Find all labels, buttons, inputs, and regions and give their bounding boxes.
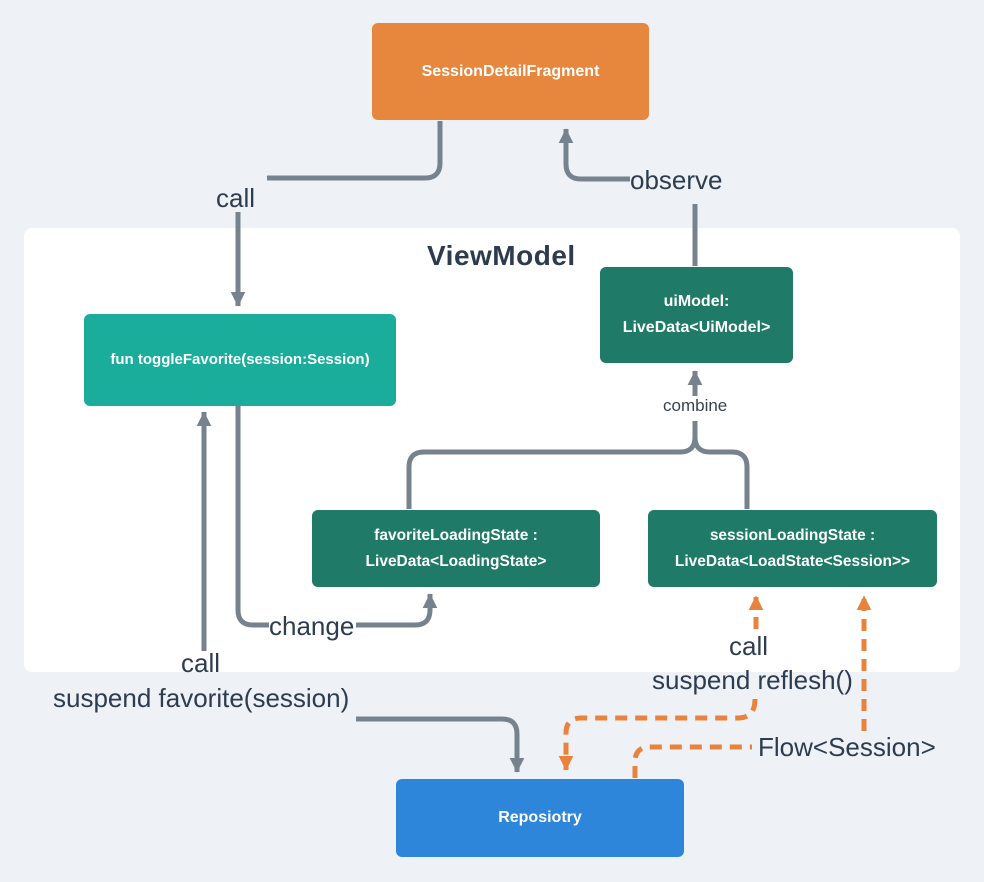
edge-label-suspend-favorite: suspend favorite(session)	[53, 683, 350, 713]
node-ui-model: uiModel: LiveData<UiModel>	[600, 267, 793, 363]
node-session-loading-state-label-line2: LiveData<LoadState<Session>>	[674, 552, 911, 570]
node-session-detail-fragment-label: SessionDetailFragment	[421, 62, 600, 80]
node-repository: Reposiotry	[396, 779, 684, 857]
edge-observe-to-fragment	[558, 128, 630, 182]
edge-label-suspend-reflesh: suspend reflesh()	[652, 665, 853, 695]
edge-combine-bracket-left	[406, 421, 698, 509]
edge-label-call-right: call	[729, 631, 769, 661]
node-session-loading-state-label-line1: sessionLoadingState :	[709, 526, 876, 544]
edge-change-to-favorite	[356, 593, 438, 628]
edge-fragment-to-call	[267, 121, 443, 181]
node-repository-label: Reposiotry	[498, 809, 582, 826]
node-session-detail-fragment: SessionDetailFragment	[372, 23, 649, 120]
node-favorite-loading-state-label-line2: LiveData<LoadingState>	[365, 552, 547, 570]
edge-label-change: change	[269, 611, 355, 641]
node-favorite-loading-state-label-line1: favoriteLoadingState :	[374, 526, 538, 544]
node-favorite-loading-state: favoriteLoadingState : LiveData<LoadingS…	[312, 510, 600, 587]
node-toggle-favorite: fun toggleFavorite(session:Session)	[84, 314, 396, 406]
node-toggle-favorite-label: fun toggleFavorite(session:Session)	[110, 351, 370, 368]
edge-label-observe: observe	[630, 165, 723, 195]
edge-label-flow-session: Flow<Session>	[758, 732, 936, 762]
node-session-loading-state: sessionLoadingState : LiveData<LoadState…	[648, 510, 937, 587]
edge-reflesh-to-repo	[558, 698, 758, 771]
node-ui-model-label-line2: LiveData<UiModel>	[622, 319, 771, 336]
edge-label-call-top: call	[216, 183, 256, 213]
node-ui-model-label-line1: uiModel:	[663, 293, 730, 310]
edge-label-call-bottom-left: call	[181, 648, 221, 678]
edge-combine-bracket-right	[692, 421, 750, 509]
edge-suspend-favorite-to-repo	[356, 716, 525, 773]
viewmodel-title: ViewModel	[427, 240, 576, 271]
edge-repo-to-flow	[632, 744, 752, 778]
edge-toggle-to-change	[235, 406, 269, 628]
edge-label-combine: combine	[663, 396, 728, 415]
